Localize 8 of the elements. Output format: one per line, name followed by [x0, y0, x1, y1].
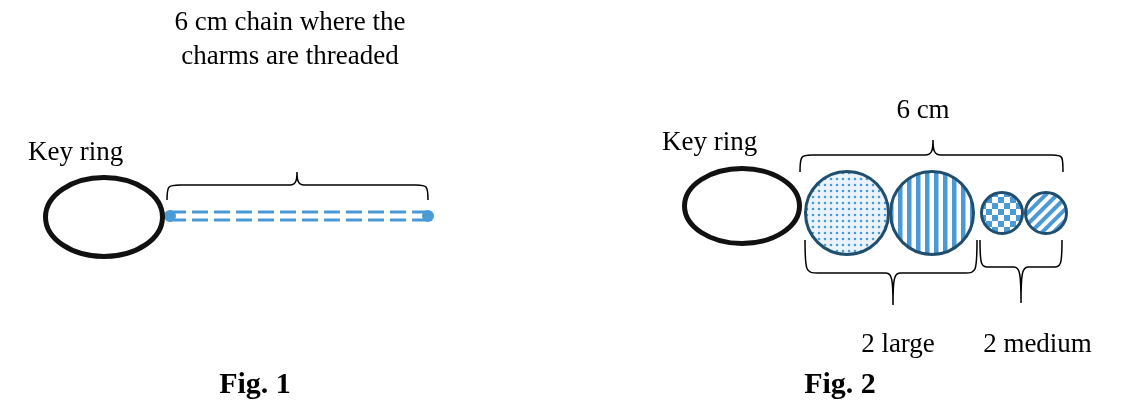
- part-label: Key ring: [28, 135, 124, 168]
- chain-caption: 6 cm chain where the charms are threaded: [173, 5, 407, 72]
- figure-label: Fig. 2: [803, 366, 877, 400]
- figure-label: Fig. 1: [218, 366, 292, 400]
- group-label: 2 medium: [982, 327, 1093, 360]
- part-label: Key ring: [662, 125, 758, 158]
- length-label: 6 cm: [895, 93, 951, 126]
- group-label: 2 large: [860, 327, 936, 360]
